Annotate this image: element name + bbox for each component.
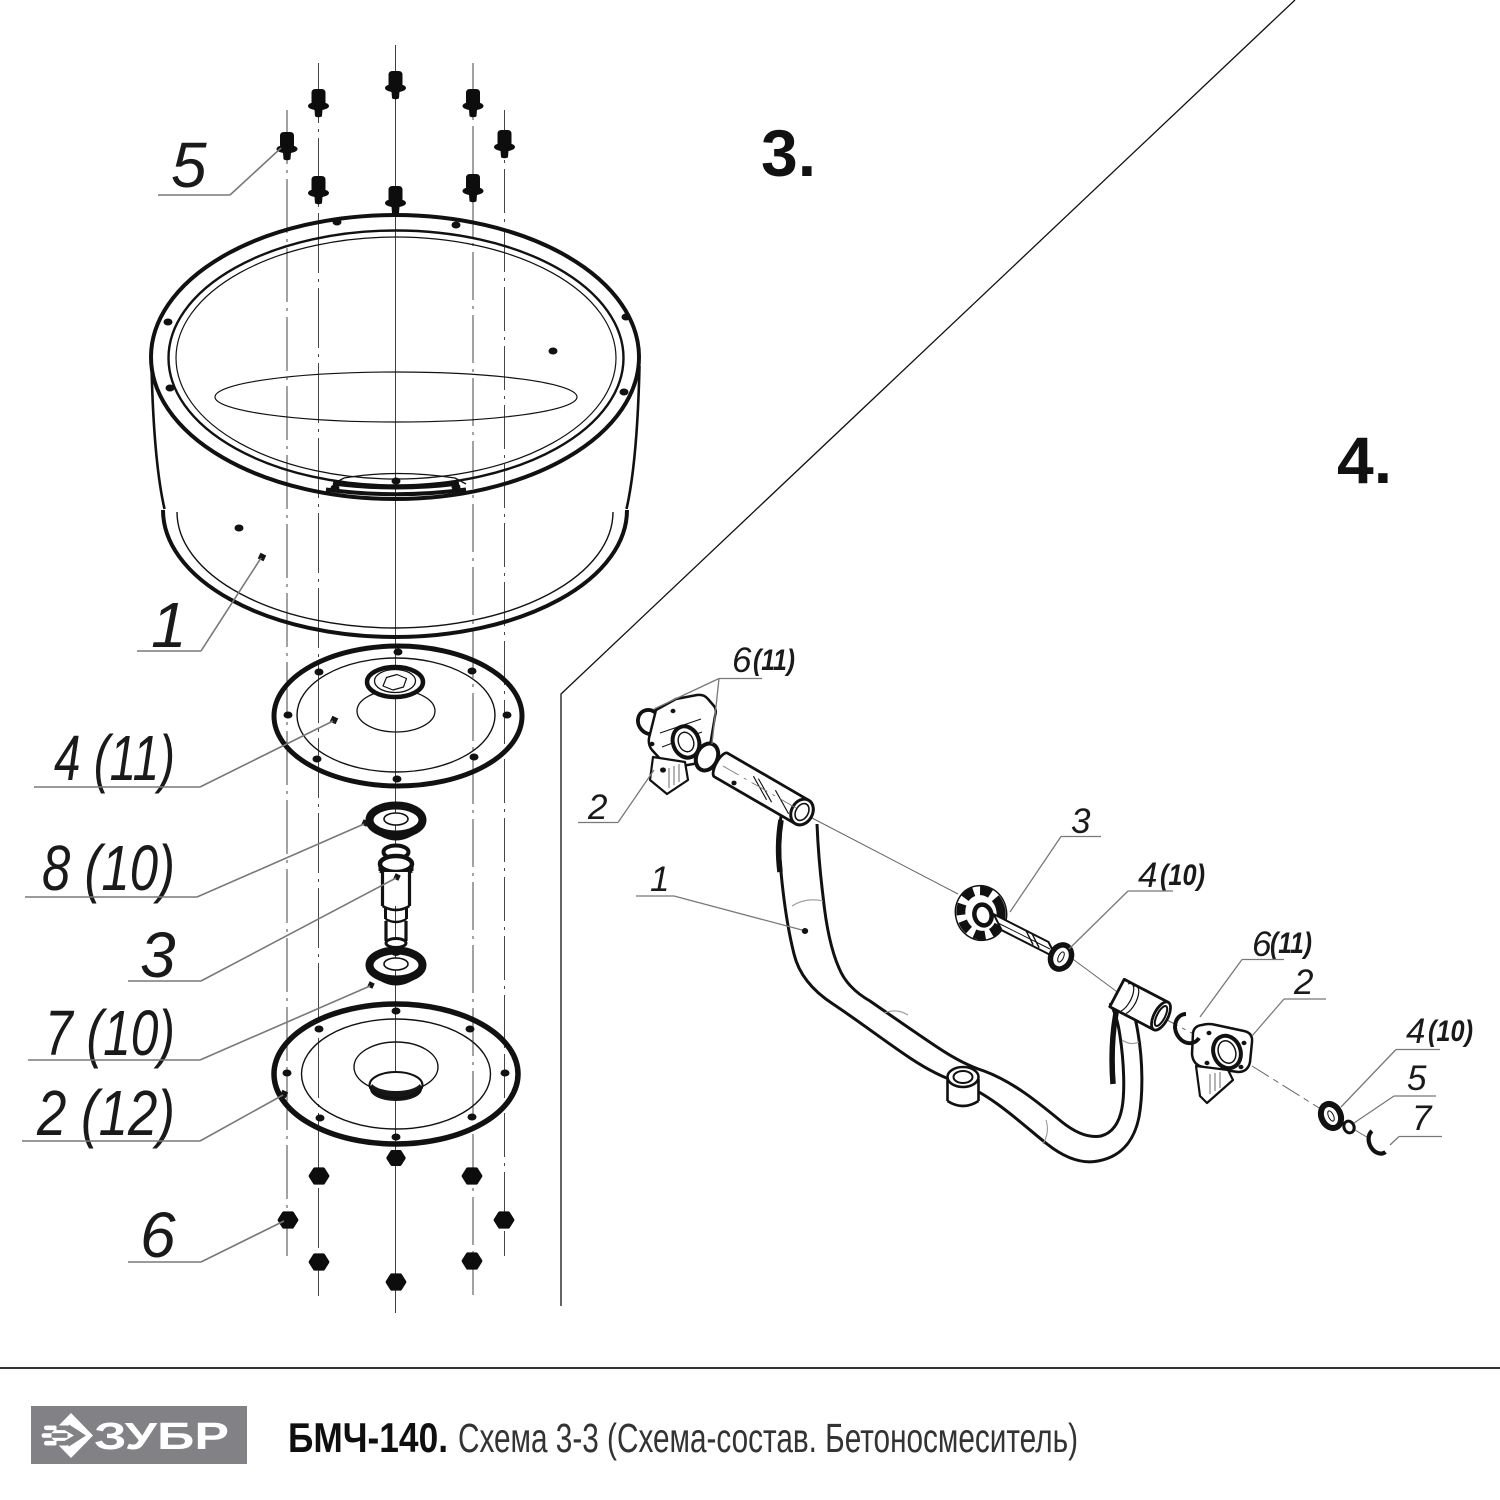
svg-text:1: 1 xyxy=(650,860,669,899)
svg-text:3: 3 xyxy=(140,919,176,991)
svg-text:6: 6 xyxy=(140,1199,176,1271)
svg-text:7: 7 xyxy=(1412,1099,1433,1138)
svg-text:(10): (10) xyxy=(1428,1015,1473,1048)
svg-text:1: 1 xyxy=(151,589,187,661)
svg-text:(11): (11) xyxy=(1270,927,1312,960)
svg-text:4: 4 xyxy=(1406,1012,1425,1051)
svg-text:2 (12): 2 (12) xyxy=(36,1077,175,1149)
svg-text:5: 5 xyxy=(1407,1059,1427,1098)
svg-text:6: 6 xyxy=(732,641,752,680)
svg-text:6: 6 xyxy=(1252,925,1272,964)
svg-text:БМЧ-140.: БМЧ-140. xyxy=(288,1414,448,1461)
svg-text:Схема 3-3 (Схема-состав. Бетон: Схема 3-3 (Схема-состав. Бетоносмеситель… xyxy=(458,1415,1078,1461)
svg-text:3.: 3. xyxy=(761,116,816,190)
svg-text:5: 5 xyxy=(171,129,207,201)
svg-text:ЗУБР: ЗУБР xyxy=(94,1416,229,1458)
svg-text:(10): (10) xyxy=(1160,859,1205,892)
svg-text:8 (10): 8 (10) xyxy=(42,832,175,904)
svg-text:3: 3 xyxy=(1071,802,1091,841)
svg-text:2: 2 xyxy=(587,788,607,827)
svg-text:2: 2 xyxy=(1293,963,1313,1002)
svg-text:4.: 4. xyxy=(1337,423,1392,497)
svg-text:4 (11): 4 (11) xyxy=(54,722,175,794)
svg-text:(11): (11) xyxy=(753,644,795,677)
svg-text:4: 4 xyxy=(1138,856,1157,895)
svg-text:7 (10): 7 (10) xyxy=(45,997,175,1069)
